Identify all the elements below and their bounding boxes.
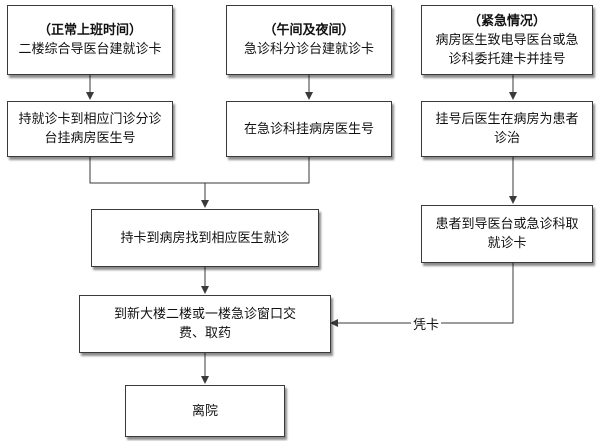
node-noon-night: （午间及夜间） 急诊科分诊台建就诊卡 — [226, 5, 392, 75]
node-go-ward: 持卡到病房找到相应医生就诊 — [91, 209, 319, 267]
node-get-card-line2: 就诊卡 — [487, 236, 527, 251]
node-normal-hours: （正常上班时间） 二楼综合导医台建就诊卡 — [7, 5, 173, 75]
node-er-register-line1: 在急诊科挂病房医生号 — [243, 121, 374, 137]
node-normal-hours-header: （正常上班时间） — [37, 23, 142, 38]
node-normal-hours-line1: 二楼综合导医台建就诊卡 — [18, 42, 162, 57]
node-doctor-treat-line1: 挂号后医生在病房为患者 — [435, 112, 579, 127]
node-noon-night-header: （午间及夜间） — [263, 23, 355, 38]
node-emergency-header: （紧急情况） — [467, 13, 546, 29]
node-er-register: 在急诊科挂病房医生号 — [226, 101, 392, 157]
edge-label-with-card: 凭卡 — [411, 314, 442, 333]
node-clinic-register: 持就诊卡到相应门诊分诊 台挂病房医生号 — [7, 101, 173, 157]
node-go-ward-line1: 持卡到病房找到相应医生就诊 — [120, 230, 290, 246]
edge-card-to-pay — [330, 263, 514, 327]
node-pay-medicine-line2: 费、取药 — [178, 326, 231, 341]
node-pay-medicine: 到新大楼二楼或一楼急诊窗口交 费、取药 — [79, 295, 331, 353]
node-leave: 离院 — [125, 385, 285, 437]
node-doctor-treat-line2: 诊治 — [493, 131, 520, 146]
node-noon-night-line1: 急诊科分诊台建就诊卡 — [243, 42, 374, 57]
node-get-card: 患者到导医台或急诊科取 就诊卡 — [421, 205, 593, 263]
node-pay-medicine-line1: 到新大楼二楼或一楼急诊窗口交 — [113, 307, 296, 322]
edge-clinic-er-merge — [89, 157, 310, 184]
node-emergency: （紧急情况） 病房医生致电导医台或急 诊科委托建卡并挂号 — [421, 5, 593, 75]
node-emergency-line2: 诊科委托建卡并挂号 — [448, 51, 566, 67]
node-emergency-line1: 病房医生致电导医台或急 — [435, 32, 579, 48]
node-leave-line1: 离院 — [191, 403, 218, 419]
node-clinic-register-line2: 台挂病房医生号 — [44, 131, 136, 146]
node-get-card-line1: 患者到导医台或急诊科取 — [435, 217, 579, 232]
node-clinic-register-line1: 持就诊卡到相应门诊分诊 — [18, 112, 162, 127]
node-doctor-treat: 挂号后医生在病房为患者 诊治 — [421, 101, 593, 157]
